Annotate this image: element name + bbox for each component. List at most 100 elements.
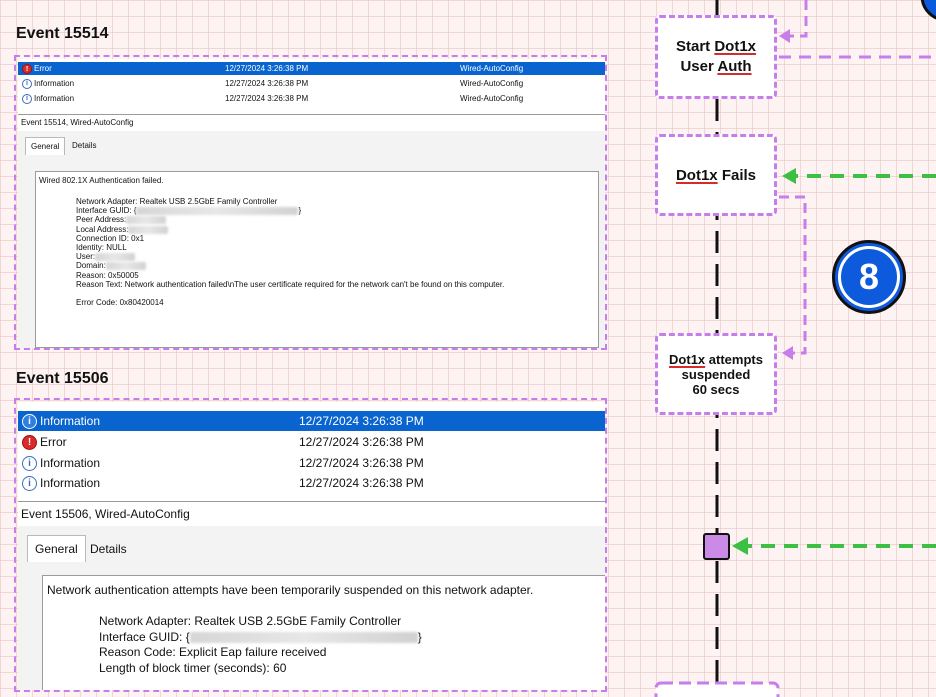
event-tabs: General Details Wired 802.1X Authenticat… bbox=[18, 131, 605, 348]
event-15514-frame bbox=[14, 55, 607, 350]
reason-code-line: Reason Code: Explicit Eap failure receiv… bbox=[99, 645, 327, 659]
node-text: Dot1x bbox=[714, 38, 757, 55]
purple-arrowhead bbox=[782, 346, 793, 360]
redacted-value bbox=[105, 262, 146, 271]
event-description: Wired 802.1X Authentication failed. Netw… bbox=[35, 171, 599, 348]
reason-line: Reason: 0x50005 bbox=[76, 270, 139, 280]
row-date: 12/27/2024 3:26:38 PM bbox=[225, 94, 309, 103]
redacted-value bbox=[95, 253, 136, 262]
row-level: Error bbox=[34, 64, 52, 73]
interface-guid-line: Interface GUID: {} bbox=[76, 206, 302, 216]
block-timer-line: Length of block timer (seconds): 60 bbox=[99, 660, 287, 675]
info-icon: i bbox=[22, 78, 32, 89]
row-level: Information bbox=[40, 476, 101, 490]
info-icon: i bbox=[22, 93, 32, 104]
row-level: Information bbox=[34, 79, 75, 88]
row-level: Information bbox=[40, 414, 101, 428]
row-date: 12/27/2024 3:26:38 PM bbox=[299, 414, 424, 428]
row-level: Information bbox=[34, 94, 75, 103]
row-source: Wired-AutoConfig bbox=[460, 94, 524, 103]
green-arrowhead bbox=[732, 537, 748, 555]
identity-line: Identity: NULL bbox=[76, 243, 127, 253]
error-icon: ! bbox=[22, 63, 32, 74]
redacted-value bbox=[128, 225, 169, 234]
node-dot1x-attempts-suspended[interactable]: Dot1x attempts suspended 60 secs bbox=[655, 333, 777, 415]
event-list-row[interactable]: i Information 12/27/2024 3:26:38 PM Wire… bbox=[18, 92, 605, 105]
error-code-line: Error Code: 0x80420014 bbox=[76, 298, 164, 308]
tab-general[interactable]: General bbox=[27, 535, 86, 562]
row-level: Error bbox=[40, 435, 67, 449]
event-15514-title: Event 15514 bbox=[16, 25, 109, 42]
tab-details[interactable]: Details bbox=[86, 535, 136, 561]
tab-general-label: General bbox=[31, 142, 60, 151]
green-arrowhead bbox=[782, 168, 796, 184]
step-badge-8: 8 bbox=[832, 240, 906, 314]
step-number: 8 bbox=[858, 256, 880, 297]
reason-text-line: Reason Text: Network authentication fail… bbox=[76, 279, 505, 289]
event-tabs: General Details Network authentication a… bbox=[18, 526, 605, 690]
node-text: attempts bbox=[705, 351, 763, 367]
activation-square bbox=[703, 533, 730, 560]
info-icon: i bbox=[22, 413, 37, 429]
row-date: 12/27/2024 3:26:38 PM bbox=[299, 456, 424, 470]
node-text: Dot1x bbox=[669, 351, 706, 367]
redacted-value bbox=[189, 631, 418, 643]
node-start-dot1x-user-auth[interactable]: Start Dot1x User Auth bbox=[655, 15, 777, 99]
event-header-text: Event 15506, Wired-AutoConfig bbox=[21, 507, 190, 521]
event-15514-window: ! Error 12/27/2024 3:26:38 PM Wired-Auto… bbox=[18, 59, 605, 348]
tab-general-label: General bbox=[35, 542, 78, 556]
tab-details-label: Details bbox=[72, 141, 97, 150]
network-adapter-line: Network Adapter: Realtek USB 2.5GbE Fami… bbox=[76, 197, 278, 206]
purple-connector-mid bbox=[779, 195, 807, 355]
tab-details-label: Details bbox=[90, 542, 127, 556]
row-date: 12/27/2024 3:26:38 PM bbox=[299, 435, 424, 449]
event-15506-window: i Information 12/27/2024 3:26:38 PM ! Er… bbox=[18, 402, 605, 690]
event-list-row[interactable]: i Information 12/27/2024 3:26:38 PM Wire… bbox=[18, 77, 605, 90]
event-description: Network authentication attempts have bee… bbox=[42, 575, 605, 690]
desc-line: Network authentication attempts have bee… bbox=[47, 583, 534, 597]
node-text: suspended bbox=[681, 366, 751, 382]
row-date: 12/27/2024 3:26:38 PM bbox=[299, 476, 424, 490]
purple-connector-top bbox=[783, 0, 808, 38]
row-date: 12/27/2024 3:26:38 PM bbox=[225, 79, 309, 88]
event-list-row[interactable]: ! Error 12/27/2024 3:26:38 PM bbox=[18, 432, 605, 452]
event-list-row[interactable]: i Information 12/27/2024 3:26:38 PM bbox=[18, 411, 605, 431]
row-level: Information bbox=[40, 456, 101, 470]
node-text: Auth bbox=[717, 58, 752, 75]
event-list-row[interactable]: i Information 12/27/2024 3:26:38 PM bbox=[18, 473, 605, 493]
interface-guid-line: Interface GUID: {} bbox=[99, 629, 422, 644]
event-details-header: Event 15506, Wired-AutoConfig bbox=[18, 501, 605, 527]
desc-line: Wired 802.1X Authentication failed. bbox=[39, 176, 164, 185]
tab-general[interactable]: General bbox=[25, 137, 65, 155]
node-text: Dot1x bbox=[675, 166, 718, 184]
network-adapter-line: Network Adapter: Realtek USB 2.5GbE Fami… bbox=[99, 614, 402, 628]
node-dot1x-fails[interactable]: Dot1x Fails bbox=[655, 134, 777, 216]
node-text: 60 secs bbox=[692, 381, 740, 397]
event-15506-title: Event 15506 bbox=[16, 370, 109, 387]
node-text: Fails bbox=[717, 166, 757, 184]
purple-arrowhead bbox=[779, 29, 790, 43]
row-date: 12/27/2024 3:26:38 PM bbox=[225, 64, 309, 73]
row-source: Wired-AutoConfig bbox=[460, 64, 524, 73]
event-15506-frame bbox=[14, 398, 607, 692]
event-list-row[interactable]: ! Error 12/27/2024 3:26:38 PM Wired-Auto… bbox=[18, 62, 605, 75]
partial-node bbox=[654, 681, 780, 697]
redacted-value bbox=[136, 207, 299, 216]
event-list-row[interactable]: i Information 12/27/2024 3:26:38 PM bbox=[18, 453, 605, 473]
domain-line: Domain: bbox=[76, 261, 504, 270]
node-text: Start bbox=[675, 38, 715, 55]
row-source: Wired-AutoConfig bbox=[460, 79, 524, 88]
info-icon: i bbox=[22, 475, 37, 491]
info-icon: i bbox=[22, 455, 37, 471]
event-header-text: Event 15514, Wired-AutoConfig bbox=[21, 118, 134, 127]
node-text: User bbox=[680, 58, 718, 75]
partial-badge bbox=[920, 0, 936, 20]
connection-id-line: Connection ID: 0x1 bbox=[76, 233, 145, 243]
local-address-line: Local Address: bbox=[76, 225, 504, 234]
user-line: User: bbox=[76, 252, 504, 261]
redacted-value bbox=[126, 216, 167, 225]
peer-address-line: Peer Address: bbox=[76, 215, 504, 224]
tab-details[interactable]: Details bbox=[69, 137, 103, 154]
error-icon: ! bbox=[22, 434, 37, 450]
